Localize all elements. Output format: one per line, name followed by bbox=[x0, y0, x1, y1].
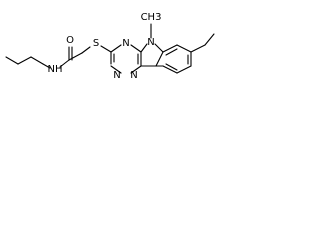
carbonyl-oxygen-label: O bbox=[66, 35, 74, 46]
bond bbox=[140, 43, 148, 53]
butyl-chain bbox=[5, 56, 51, 69]
bond bbox=[110, 65, 122, 74]
bond bbox=[204, 33, 215, 46]
bond bbox=[165, 63, 178, 71]
ring-nitrogen-lower-right-label: N bbox=[130, 70, 137, 81]
bond bbox=[176, 44, 192, 53]
bond bbox=[5, 56, 19, 65]
amide-group bbox=[59, 46, 91, 68]
atom-labels: NH O S N N N N CH3 bbox=[48, 12, 162, 81]
indole-nitrogen-label: N bbox=[147, 37, 154, 48]
bond bbox=[155, 51, 164, 67]
bond bbox=[42, 63, 51, 69]
ring-nitrogen-upper-label: N bbox=[122, 38, 129, 49]
bond bbox=[130, 65, 142, 74]
bond bbox=[68, 52, 83, 61]
bond bbox=[154, 43, 164, 53]
bond bbox=[162, 65, 178, 74]
bond bbox=[165, 48, 178, 56]
bond bbox=[176, 65, 192, 74]
bond bbox=[17, 56, 32, 65]
bond bbox=[110, 44, 122, 53]
amide-nh-label: NH bbox=[48, 64, 63, 75]
bond bbox=[81, 46, 91, 54]
ethyl-group bbox=[190, 33, 215, 53]
bond bbox=[100, 45, 112, 53]
bond bbox=[162, 44, 178, 53]
sulfur-label: S bbox=[93, 38, 99, 49]
bond bbox=[130, 44, 142, 53]
pyrrole-ring bbox=[140, 23, 164, 67]
thioether-link bbox=[100, 45, 112, 53]
bond bbox=[30, 56, 44, 65]
triazine-ring bbox=[110, 44, 142, 74]
bond bbox=[190, 44, 206, 53]
chemical-structure-diagram: NH O S N N N N CH3 bbox=[5, 12, 215, 81]
ring-nitrogen-lower-left-label: N bbox=[113, 70, 120, 81]
benzene-ring bbox=[155, 44, 192, 74]
methyl-label: CH3 bbox=[141, 12, 162, 23]
bond bbox=[59, 59, 70, 68]
